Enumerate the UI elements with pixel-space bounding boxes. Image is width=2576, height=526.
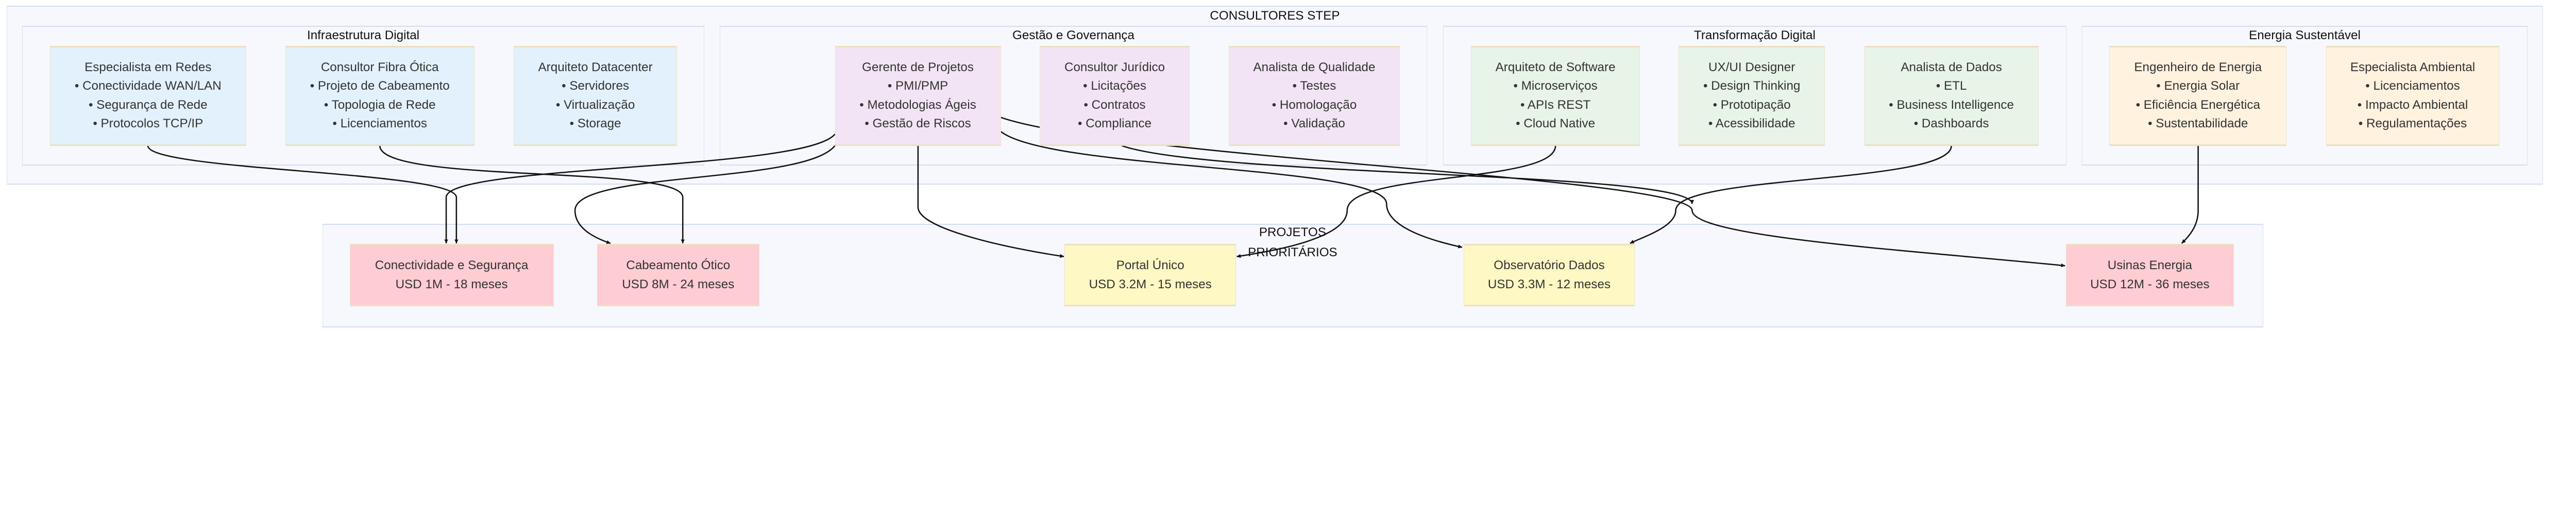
project-name: Conectividade e Segurança — [375, 258, 529, 272]
card-title: Engenheiro de Energia — [2134, 60, 2262, 74]
edge-redes-conectividade — [147, 145, 459, 243]
card-bullet: • ETL — [1936, 79, 1967, 93]
card-consultor-fibra[interactable]: Consultor Fibra Ótica • Projeto de Cabea… — [285, 45, 474, 146]
project-detail: USD 3.3M - 12 meses — [1487, 277, 1611, 291]
card-bullet: • Contratos — [1083, 97, 1146, 112]
edge-fibra-cabeamento — [379, 145, 685, 243]
card-bullet: • Topologia de Rede — [324, 97, 436, 112]
card-bullet: • Gestão de Riscos — [865, 116, 971, 130]
card-bullet: • Impacto Ambiental — [2357, 97, 2468, 112]
card-title: Arquiteto de Software — [1495, 60, 1616, 74]
card-bullet: • Acessibilidade — [1708, 116, 1795, 130]
project-observatorio-dados[interactable]: Observatório Dados USD 3.3M - 12 meses — [1463, 244, 1635, 307]
card-bullet: • Licenciamentos — [2365, 79, 2460, 93]
card-bullet: • Testes — [1292, 79, 1336, 93]
project-name: Portal Único — [1116, 258, 1184, 272]
consultores-title: CONSULTORES STEP — [1210, 9, 1340, 23]
card-title: Consultor Jurídico — [1064, 60, 1165, 74]
edge-juridico-usinas — [1121, 145, 1694, 204]
card-bullet: • Design Thinking — [1703, 79, 1801, 93]
card-analista-dados[interactable]: Analista de Dados • ETL • Business Intel… — [1864, 45, 2039, 146]
project-name: Cabeamento Ótico — [626, 258, 731, 272]
card-bullet: • Storage — [569, 116, 621, 130]
card-bullet: • Regulamentações — [2358, 116, 2467, 130]
card-bullet: • PMI/PMP — [887, 79, 948, 93]
card-bullet: • APIs REST — [1520, 97, 1591, 112]
project-conectividade-seguranca[interactable]: Conectividade e Segurança USD 1M - 18 me… — [349, 244, 554, 307]
card-bullet: • Sustentabilidade — [2148, 116, 2248, 130]
edge-gerente-conectividade — [444, 134, 836, 243]
project-detail: USD 3.2M - 15 meses — [1089, 277, 1212, 291]
edge-dados-observatorio — [1630, 145, 1952, 244]
card-bullet: • Energia Solar — [2156, 79, 2240, 93]
card-title: Especialista Ambiental — [2350, 60, 2476, 74]
edge-gerente-portal — [917, 145, 1064, 258]
projetos-title: PROJETOS PRIORITÁRIOS — [1227, 223, 1358, 262]
project-portal-unico[interactable]: Portal Único USD 3.2M - 15 meses — [1064, 244, 1236, 307]
project-usinas-energia[interactable]: Usinas Energia USD 12M - 36 meses — [2065, 244, 2234, 307]
group-title: Energia Sustentável — [2249, 28, 2361, 43]
card-gerente-projetos[interactable]: Gerente de Projetos • PMI/PMP • Metodolo… — [835, 45, 1001, 146]
project-name: Observatório Dados — [1494, 258, 1605, 272]
card-ux-ui-designer[interactable]: UX/UI Designer • Design Thinking • Proto… — [1679, 45, 1825, 146]
card-bullet: • Eficiência Energética — [2136, 97, 2260, 112]
card-bullet: • Microserviços — [1513, 79, 1598, 93]
card-bullet: • Licenciamentos — [332, 116, 427, 130]
card-especialista-redes[interactable]: Especialista em Redes • Conectividade WA… — [49, 45, 246, 146]
card-bullet: • Virtualização — [555, 97, 635, 112]
card-title: Especialista em Redes — [84, 60, 212, 74]
card-especialista-ambiental[interactable]: Especialista Ambiental • Licenciamentos … — [2326, 45, 2500, 146]
project-name: Usinas Energia — [2107, 258, 2192, 272]
project-detail: USD 8M - 24 meses — [622, 277, 735, 291]
card-bullet: • Cloud Native — [1516, 116, 1596, 130]
card-bullet: • Servidores — [562, 79, 630, 93]
projetos-title-line2: PRIORITÁRIOS — [1248, 245, 1337, 259]
card-bullet: • Licitações — [1083, 79, 1147, 93]
edge-arqsoftware-portal — [1236, 145, 1556, 258]
group-title: Infraestrutura Digital — [307, 28, 420, 43]
card-bullet: • Prototipação — [1713, 97, 1791, 112]
edge-gerente-usinas — [1001, 117, 2065, 268]
card-analista-qualidade[interactable]: Analista de Qualidade • Testes • Homolog… — [1228, 45, 1400, 146]
group-title: Transformação Digital — [1693, 28, 1816, 43]
group-title: Gestão e Governança — [1012, 28, 1134, 43]
card-title: UX/UI Designer — [1708, 60, 1795, 74]
card-consultor-juridico[interactable]: Consultor Jurídico • Licitações • Contra… — [1040, 45, 1190, 146]
edge-energia-usinas — [2181, 145, 2199, 244]
card-bullet: • Validação — [1283, 116, 1345, 130]
projetos-title-line1: PROJETOS — [1259, 225, 1326, 240]
card-arquiteto-datacenter[interactable]: Arquiteto Datacenter • Servidores • Virt… — [513, 45, 677, 146]
card-title: Consultor Fibra Ótica — [320, 60, 439, 74]
card-bullet: • Dashboards — [1913, 116, 1989, 130]
project-cabeamento-otico[interactable]: Cabeamento Ótico USD 8M - 24 meses — [597, 244, 759, 307]
project-detail: USD 1M - 18 meses — [395, 277, 508, 291]
edge-gerente-cabeamento — [574, 145, 836, 244]
card-title: Analista de Dados — [1901, 60, 2002, 74]
card-bullet: • Homologação — [1272, 97, 1357, 112]
card-title: Gerente de Projetos — [862, 60, 974, 74]
card-bullet: • Projeto de Cabeamento — [310, 79, 450, 93]
card-title: Analista de Qualidade — [1253, 60, 1376, 74]
card-bullet: • Protocolos TCP/IP — [93, 116, 204, 130]
edge-gerente-observatorio — [1000, 131, 1463, 249]
card-engenheiro-energia[interactable]: Engenheiro de Energia • Energia Solar • … — [2109, 45, 2287, 146]
card-bullet: • Business Intelligence — [1889, 97, 2014, 112]
card-title: Arquiteto Datacenter — [538, 60, 653, 74]
card-arquiteto-software[interactable]: Arquiteto de Software • Microserviços • … — [1471, 45, 1640, 146]
project-detail: USD 12M - 36 meses — [2090, 277, 2210, 291]
card-bullet: • Compliance — [1078, 116, 1152, 130]
card-bullet: • Segurança de Rede — [88, 97, 208, 112]
edges-layer — [147, 117, 2199, 268]
card-bullet: • Metodologias Ágeis — [859, 97, 976, 112]
card-bullet: • Conectividade WAN/LAN — [74, 79, 222, 93]
